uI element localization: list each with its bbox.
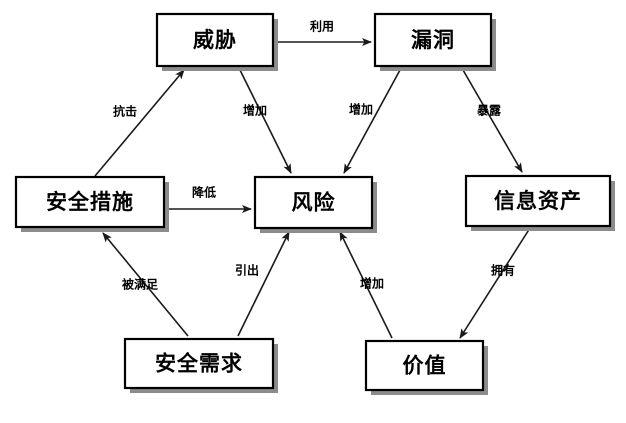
node-label-asset: 信息资产 [494, 189, 582, 213]
edge-labels-layer: 利用抗击增加增加暴露降低被满足引出增加拥有 [113, 19, 515, 292]
node-label-risk: 风险 [292, 191, 336, 215]
edge-safeguard-counters-threat [94, 69, 185, 177]
node-asset[interactable]: 信息资产 [464, 174, 615, 231]
node-box-safeguard[interactable] [14, 175, 166, 229]
node-label-safeguard: 安全措施 [46, 190, 134, 214]
edge-label-vulnerability-exposes-asset: 暴露 [476, 104, 502, 118]
edge-label-risk-derives-requirement: 引出 [235, 263, 259, 278]
edge-vulnerability-exposes-asset [462, 69, 523, 173]
edge-label-threat-increases-risk: 增加 [243, 103, 267, 118]
edge-label-asset-has-value: 拥有 [491, 263, 515, 278]
edges-layer [94, 38, 531, 339]
node-label-requirement: 安全需求 [155, 352, 243, 376]
node-requirement[interactable]: 安全需求 [123, 337, 278, 393]
node-label-vulnerability: 漏洞 [411, 28, 455, 52]
node-vulnerability[interactable]: 漏洞 [373, 12, 496, 71]
edge-label-threat-exploits-vulnerability: 利用 [310, 19, 334, 34]
edge-label-requirement-satisfies-safeguard: 被满足 [122, 277, 158, 292]
edge-label-value-increases-risk: 增加 [360, 276, 384, 291]
node-risk[interactable]: 风险 [253, 175, 377, 233]
edge-asset-has-value [459, 227, 531, 339]
node-box-threat[interactable] [155, 12, 275, 68]
edge-label-safeguard-counters-threat: 抗击 [113, 104, 137, 119]
node-box-asset[interactable] [464, 174, 612, 228]
node-box-requirement[interactable] [123, 337, 275, 390]
edge-requirement-satisfies-safeguard [102, 232, 189, 337]
edge-label-safeguard-reduces-risk: 降低 [192, 185, 216, 200]
node-box-risk[interactable] [253, 175, 374, 230]
node-label-value: 价值 [403, 354, 447, 378]
edge-vulnerability-increases-risk [343, 69, 401, 174]
node-threat[interactable]: 威胁 [155, 12, 278, 71]
edge-risk-derives-requirement [237, 231, 290, 337]
node-label-threat: 威胁 [193, 28, 237, 52]
node-box-vulnerability[interactable] [373, 12, 493, 68]
edge-threat-increases-risk [239, 69, 292, 174]
node-box-value[interactable] [364, 339, 485, 392]
edge-label-vulnerability-increases-risk: 增加 [349, 102, 373, 117]
node-safeguard[interactable]: 安全措施 [14, 175, 169, 232]
node-value[interactable]: 价值 [364, 339, 488, 395]
edge-value-increases-risk [339, 231, 393, 339]
